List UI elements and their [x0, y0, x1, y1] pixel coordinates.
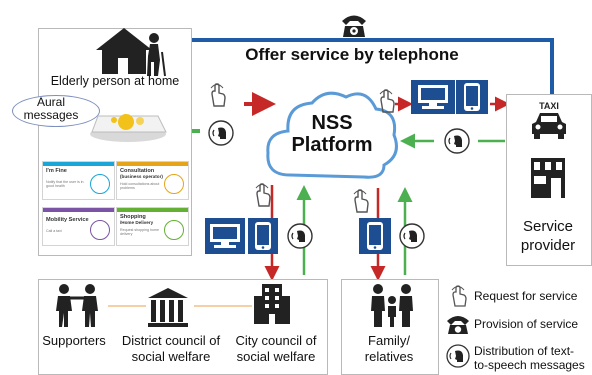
- smart-speaker-icon: [90, 114, 167, 142]
- telephone-icon: [342, 15, 366, 37]
- aural-messages-label: Aural messages: [23, 95, 79, 122]
- legend-distribution-line2: to-speech messages: [474, 358, 585, 372]
- house-elderly-icon: [96, 28, 166, 77]
- district-building-icon: [148, 288, 188, 327]
- city-building-icon: [254, 284, 290, 324]
- consultation-icon: [164, 174, 184, 194]
- card-mobility: Mobility Service Call a taxi: [42, 207, 115, 246]
- speech-head-icon: [399, 223, 425, 249]
- family-line1: Family/: [368, 333, 410, 348]
- computer-icon: [210, 224, 240, 248]
- smartphone-icon: [367, 222, 383, 250]
- card-consultation: Consultation (business operator) Hold co…: [116, 161, 189, 200]
- car-icon: [90, 220, 110, 240]
- card-shopping: Shopping /Home Delivery Request shopping…: [116, 207, 189, 246]
- basket-icon: [164, 220, 184, 240]
- taxi-sign: TAXI: [539, 101, 559, 111]
- city-council-line1: City council of: [235, 333, 317, 348]
- supporters-label: Supporters: [42, 333, 106, 348]
- aural-messages-bubble: [12, 95, 100, 127]
- service-provider-line1: Service: [522, 218, 574, 235]
- smartphone-icon: [464, 83, 480, 111]
- legend-request-label: Request for service: [474, 289, 578, 303]
- legend-speech-icon: [446, 344, 470, 368]
- tap-hand-icon: [353, 189, 369, 213]
- elderly-label: Elderly person at home: [50, 74, 180, 88]
- supporters-people-icon: [56, 284, 98, 327]
- family-icon: [371, 284, 413, 327]
- store-icon: [531, 158, 565, 198]
- legend-provision-label: Provision of service: [474, 317, 579, 331]
- taxi-icon: TAXI: [532, 101, 566, 139]
- tap-hand-icon: [255, 183, 271, 207]
- nss-platform-cloud: [266, 91, 398, 179]
- platform-label-nss: NSS: [311, 112, 353, 134]
- service-provider-line2: provider: [520, 237, 576, 254]
- legend-distribution-line1: Distribution of text-: [474, 344, 575, 358]
- tap-hand-icon: [379, 89, 395, 113]
- legend-request-icon: [451, 285, 467, 307]
- city-council-line2: social welfare: [236, 349, 316, 364]
- platform-label-platform: Platform: [291, 134, 373, 156]
- diagram-title: Offer service by telephone: [245, 45, 459, 64]
- tap-hand-icon: [210, 83, 226, 107]
- telephone-service-arrow: [168, 28, 554, 95]
- speech-head-icon: [208, 120, 234, 146]
- district-council-line1: District council of: [121, 333, 221, 348]
- smartphone-icon: [255, 222, 271, 250]
- legend-telephone-icon: [447, 316, 469, 334]
- district-council-line2: social welfare: [131, 349, 211, 364]
- speech-head-icon: [287, 223, 313, 249]
- card-im-fine: I'm Fine Notify that the user is in good…: [42, 161, 115, 200]
- supporter-connectors: [108, 305, 252, 307]
- family-line2: relatives: [364, 349, 414, 364]
- smile-icon: [90, 174, 110, 194]
- computer-icon: [418, 85, 448, 109]
- speech-head-icon: [444, 128, 470, 154]
